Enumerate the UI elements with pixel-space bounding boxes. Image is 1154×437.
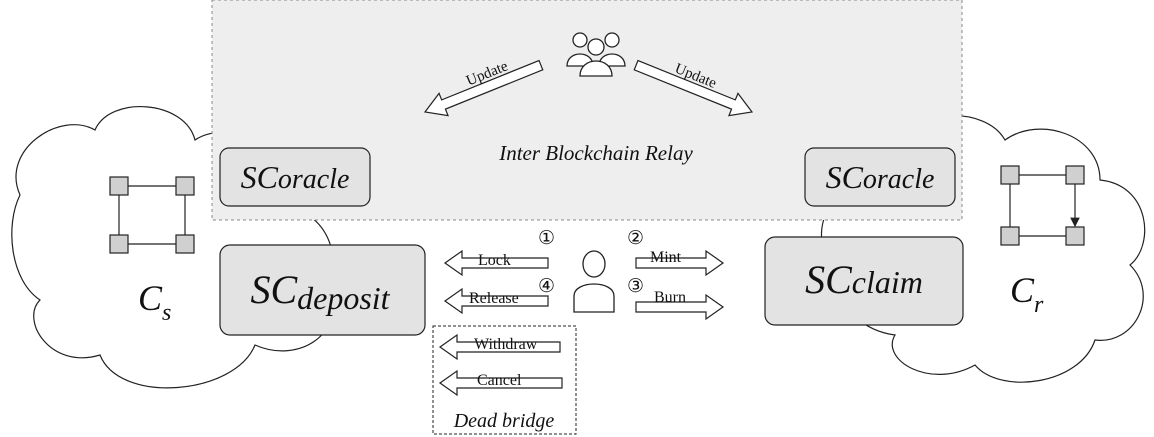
claim-contract-label: SCclaim [805,257,923,302]
source-chain-label: Cs [138,278,171,326]
deposit-contract-box [219,244,426,336]
step-release-marker: ④ [538,276,555,297]
right-oracle-box [804,147,956,207]
deposit-contract-label: SCdeposit [250,267,390,316]
release-arrow: Release [443,287,549,315]
burn-label: Burn [654,289,686,306]
burn-arrow: Burn [635,289,725,321]
left-oracle-label: SCoracle [241,159,350,195]
mint-arrow: Mint [635,249,725,277]
relay-label: Inter Blockchain Relay [498,141,693,165]
cancel-arrow: Cancel [438,369,563,397]
claim-contract-box [764,236,964,326]
right-oracle-label: SCoracle [826,159,935,195]
withdraw-arrow: Withdraw [438,333,561,361]
step-mint-marker: ② [627,228,644,249]
right-chain-graph [1000,165,1085,246]
cancel-label: Cancel [477,372,522,389]
users-group-icon [566,32,626,77]
step-burn-marker: ③ [627,276,644,297]
update-right-arrow [633,59,754,117]
user-icon [573,250,615,313]
lock-arrow: Lock [443,249,549,277]
target-chain-label: Cr [1010,270,1044,318]
lock-label: Lock [478,252,511,269]
left-oracle-box [219,147,371,207]
release-label: Release [469,290,519,307]
withdraw-label: Withdraw [474,336,538,353]
step-lock-marker: ① [538,228,555,249]
left-chain-graph [109,176,195,254]
mint-label: Mint [650,249,682,266]
dead-bridge-title: Dead bridge [453,410,555,432]
